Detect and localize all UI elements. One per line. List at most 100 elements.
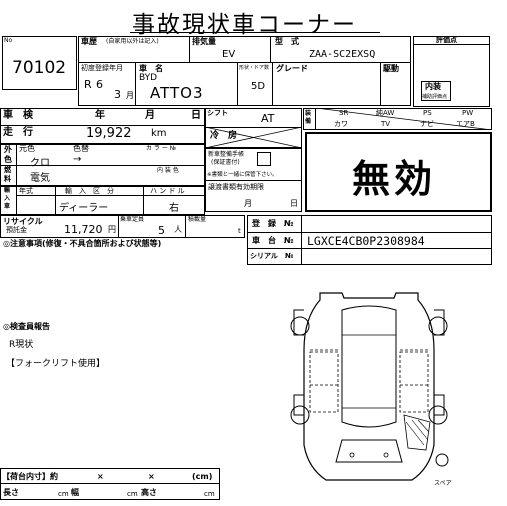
expiry-label: 譲渡書類有効期限: [208, 183, 264, 191]
recycle-value: 11,720: [64, 223, 103, 236]
col-divider: [380, 62, 381, 106]
capacity-value: 5: [158, 224, 165, 237]
history-note: (自家用以外は記入): [106, 38, 159, 45]
capacity-label: 乗車定員: [120, 216, 145, 223]
orig-color-label: 元色: [19, 144, 35, 153]
inspector-label: ◎検査員報告: [3, 322, 50, 331]
fuel-value: 電気: [30, 173, 50, 184]
ids-box: [247, 215, 492, 265]
handle-label: ハ ン ド ル: [150, 187, 185, 195]
reg-era: R: [84, 78, 92, 91]
equipment-box: [303, 108, 492, 130]
mileage-unit: km: [151, 128, 167, 139]
shaken-day-label: 日: [191, 110, 201, 121]
color-value: クロ: [30, 158, 50, 169]
cargo-label: 【荷台内寸】約: [2, 472, 58, 481]
equip-sr: SR: [339, 109, 349, 117]
reg-month: 3: [114, 88, 121, 101]
equip-tv: TV: [381, 120, 391, 128]
import-side-label: 輸入車: [4, 187, 11, 210]
cargo-x2: ×: [148, 472, 155, 481]
recycle-sub-label: 預託金: [6, 226, 27, 234]
cargo-height-unit: cm: [204, 490, 215, 498]
col-divider: [315, 108, 316, 130]
load-unit: t: [238, 227, 241, 235]
equip-airbag: エアB: [456, 120, 475, 128]
lot-box: [2, 36, 77, 90]
booklet-checkbox[interactable]: [257, 152, 271, 166]
doors-value: 5D: [251, 81, 266, 92]
equip-pw: PW: [462, 109, 474, 117]
booklet-note: ※書類と一緒に保管下さい。: [207, 172, 278, 178]
expiry-month: 月: [244, 199, 252, 208]
inspector-note-1: R現状: [9, 340, 34, 350]
cargo-length-label: 長さ: [3, 488, 19, 497]
color-code-label: カ ラ ー №: [146, 145, 176, 152]
history-label: 車歴: [81, 37, 97, 46]
car-name-value: ATTO3: [150, 84, 204, 102]
col-divider: [272, 62, 273, 106]
equip-ps: PS: [423, 109, 432, 117]
import-category-value: ディーラー: [59, 203, 109, 214]
ac-cross-mark: [205, 127, 302, 148]
col-divider: [237, 62, 238, 106]
equipment-side-label: 装備: [305, 110, 312, 125]
col-divider: [135, 62, 136, 106]
shaken-month-label: 月: [145, 110, 155, 121]
car-damage-diagram: [290, 292, 449, 481]
shift-box: [205, 108, 302, 148]
interior-color-label: 内 装 色: [157, 167, 179, 174]
equip-navi: ナビ: [420, 120, 434, 128]
score-label: 評価点: [436, 36, 457, 44]
score-box: [413, 36, 490, 107]
ac-label: 冷 房: [210, 131, 238, 141]
displacement-label: 排気量: [192, 37, 216, 46]
booklet-label-2: (保証書付): [211, 159, 240, 166]
maker-value: BYD: [139, 73, 158, 83]
row-divider: [205, 180, 302, 181]
cargo-unit: (cm): [192, 472, 213, 481]
color-arrow: →: [73, 154, 82, 165]
cargo-height-label: 高さ: [141, 488, 157, 497]
recycle-label: リサイクル: [3, 217, 43, 226]
spare-label: スペア: [434, 480, 452, 487]
mileage-value: 19,922: [86, 126, 132, 141]
reg-year: 6: [96, 78, 103, 91]
col-divider: [16, 186, 17, 215]
cargo-width-label: 幅: [71, 488, 79, 497]
shaken-label: 車 検: [3, 110, 33, 121]
row-divider: [16, 195, 205, 196]
inspection-box: [0, 108, 205, 144]
displacement-value: EV: [222, 49, 236, 60]
row-divider: [0, 125, 205, 126]
main-upper-box: [78, 36, 411, 106]
cargo-x1: ×: [97, 472, 104, 481]
drive-label: 駆動: [383, 64, 399, 73]
doors-label: 形状・ドア数: [239, 65, 270, 71]
model-value: ZAA-SC2EXSQ: [309, 49, 376, 60]
equip-aw: 純AW: [376, 109, 395, 117]
interior-sub-label: 補助評価点: [422, 94, 448, 100]
page-title: 事故現状車コーナー: [132, 12, 357, 38]
col-divider: [118, 215, 119, 238]
recycle-box: [0, 215, 245, 238]
import-box: [0, 186, 205, 215]
interior-box: [421, 81, 451, 101]
recycle-unit: 円: [108, 225, 116, 234]
fuel-label-top: 燃: [4, 166, 11, 174]
row-divider: [0, 165, 205, 166]
lot-label: No: [4, 37, 13, 44]
row-divider: [0, 483, 220, 484]
col-divider: [270, 36, 271, 62]
equipment-cross-mark: [316, 108, 492, 130]
inspector-note-2: 【フォークリフト使用】: [6, 359, 106, 369]
row-divider: [247, 248, 492, 249]
chassis-value: LGXCE4CB0P2308984: [307, 234, 425, 248]
handle-value: 右: [169, 203, 179, 214]
reg-month-suffix: 月: [126, 91, 134, 100]
col-divider: [16, 144, 17, 186]
import-category-label: 輸 入 区 分: [65, 187, 114, 195]
stamp-box: [305, 132, 492, 212]
equip-leather: カワ: [334, 120, 348, 128]
load-label: 積載量: [188, 216, 207, 223]
